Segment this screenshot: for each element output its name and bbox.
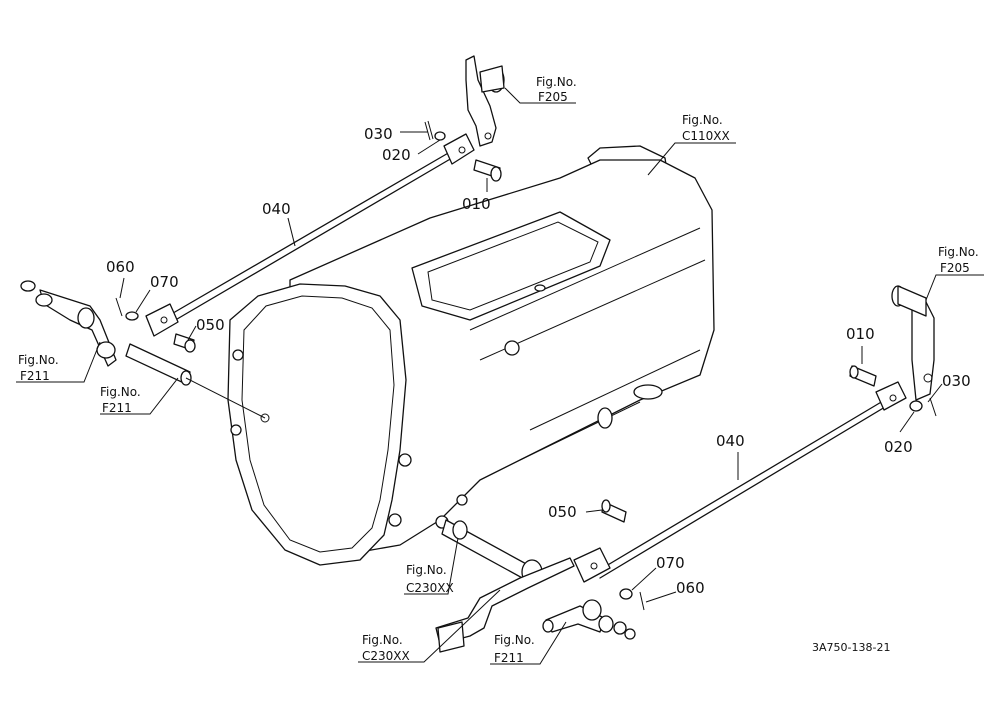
left-clevis	[145, 303, 179, 337]
drawing-code: 3A750-138-21	[812, 641, 890, 654]
label-020-upper: 020	[382, 146, 411, 164]
leader-lines	[16, 87, 984, 665]
upper-shift-lever	[465, 55, 497, 147]
label-020-right: 020	[884, 438, 913, 456]
upper-rod	[167, 151, 451, 317]
svg-text:Fig.No.: Fig.No.	[100, 385, 141, 399]
fig-ref-c230xx-low: Fig.No. C230XX	[362, 633, 410, 663]
label-010-upper: 010	[462, 195, 491, 213]
lower-clevis	[573, 547, 611, 583]
upper-shift-rod-assembly	[20, 55, 505, 419]
svg-text:F205: F205	[538, 90, 568, 104]
svg-text:C110XX: C110XX	[682, 129, 730, 143]
part-number-labels: 030 020 010 040 060 070 050 010 030 020 …	[106, 125, 971, 597]
label-060-lower: 060	[676, 579, 705, 597]
label-050-lower: 050	[548, 503, 577, 521]
svg-text:F211: F211	[102, 401, 132, 415]
lower-selector-lever	[435, 557, 575, 645]
label-030-right: 030	[942, 372, 971, 390]
lower-shift-rod-assembly	[435, 285, 937, 653]
svg-text:Fig.No.: Fig.No.	[536, 75, 577, 89]
fig-ref-f211-left: Fig.No. F211	[18, 353, 59, 383]
svg-text:Fig.No.: Fig.No.	[494, 633, 535, 647]
right-shift-lever	[911, 301, 935, 401]
svg-text:Fig.No.: Fig.No.	[18, 353, 59, 367]
fig-ref-f211-mid: Fig.No. F211	[100, 385, 141, 415]
label-070-lower: 070	[656, 554, 685, 572]
svg-text:C230XX: C230XX	[406, 581, 454, 595]
label-040-lower: 040	[716, 432, 745, 450]
lower-rod	[595, 397, 889, 573]
fig-ref-c230xx-mid: Fig.No. C230XX	[406, 563, 454, 595]
fig-ref-c110xx: Fig.No. C110XX	[682, 113, 730, 143]
label-030-upper: 030	[364, 125, 393, 143]
svg-text:Fig.No.: Fig.No.	[682, 113, 723, 127]
label-010-right: 010	[846, 325, 875, 343]
fig-ref-f211-low: Fig.No. F211	[494, 633, 535, 665]
label-070-left: 070	[150, 273, 179, 291]
svg-text:C230XX: C230XX	[362, 649, 410, 663]
figure-reference-labels: Fig.No. F205 Fig.No. C110XX Fig.No. F205…	[18, 75, 979, 665]
label-040-upper: 040	[262, 200, 291, 218]
svg-text:F205: F205	[940, 261, 970, 275]
transmission-housing	[227, 145, 715, 566]
label-060-left: 060	[106, 258, 135, 276]
left-arm-lever	[39, 289, 117, 367]
svg-text:Fig.No.: Fig.No.	[938, 245, 979, 259]
svg-text:Fig.No.: Fig.No.	[406, 563, 447, 577]
fig-ref-f205-right: Fig.No. F205	[938, 245, 979, 275]
svg-text:F211: F211	[20, 369, 50, 383]
svg-text:F211: F211	[494, 651, 524, 665]
svg-text:Fig.No.: Fig.No.	[362, 633, 403, 647]
label-050-left: 050	[196, 316, 225, 334]
fig-ref-f205-top: Fig.No. F205	[536, 75, 577, 104]
